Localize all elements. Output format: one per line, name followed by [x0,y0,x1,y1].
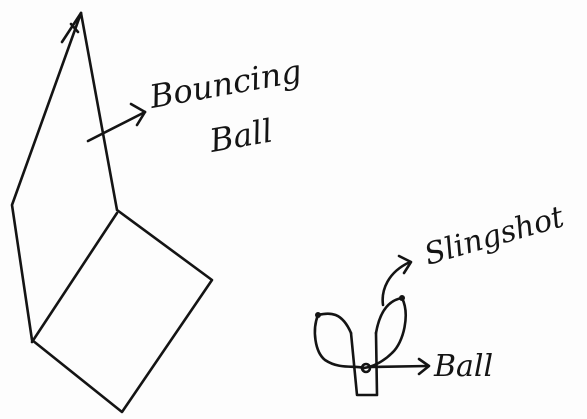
bouncing-label-line1: Bouncing [146,52,305,116]
ball-marker [360,357,431,376]
slingshot-arrow [381,254,413,307]
bouncing-label-line2: Ball [206,112,276,161]
bouncing-ball-arrow [86,102,147,143]
slingshot-drawing [313,295,407,397]
slingshot-label: Slingshot [421,199,569,272]
ball-label: Ball [433,349,493,384]
bouncing-ball-path [10,11,214,414]
